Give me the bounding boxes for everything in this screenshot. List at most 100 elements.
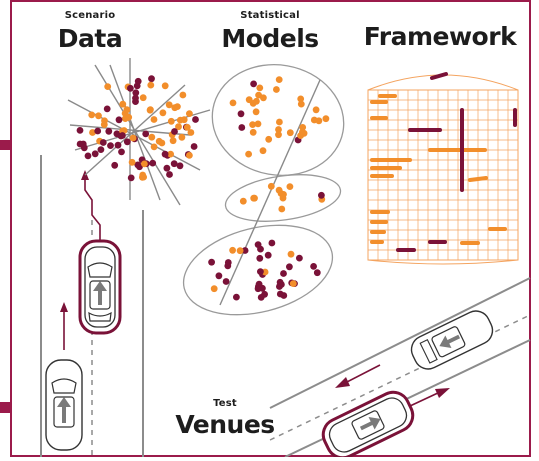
test-label: Test bbox=[213, 398, 237, 409]
model-dot bbox=[224, 262, 232, 270]
bottom-left-car bbox=[45, 359, 83, 451]
model-dot bbox=[297, 100, 305, 108]
scatter-dot bbox=[170, 160, 178, 168]
model-dot bbox=[229, 99, 237, 107]
scatter-dot bbox=[132, 89, 140, 97]
highlighted-car bbox=[78, 239, 122, 335]
scatter-dot bbox=[123, 138, 131, 146]
scatter-dot bbox=[97, 146, 105, 154]
model-dot bbox=[289, 280, 297, 287]
model-dot bbox=[275, 131, 282, 139]
scatter-dot bbox=[165, 101, 173, 109]
model-dot bbox=[273, 86, 280, 93]
model-dot bbox=[275, 76, 283, 83]
scatter-dot bbox=[129, 134, 137, 142]
scatter-dot bbox=[119, 100, 127, 108]
venue-car-highlighted bbox=[321, 390, 415, 460]
scatter-dot bbox=[121, 115, 129, 122]
scatter-dot bbox=[91, 150, 99, 158]
model-dot bbox=[297, 132, 304, 140]
scatter-dot bbox=[186, 152, 193, 159]
scatter-dot bbox=[134, 77, 142, 85]
model-dot bbox=[310, 263, 317, 270]
scatter-dot bbox=[139, 94, 147, 102]
model-dot bbox=[276, 283, 283, 290]
model-dot bbox=[259, 147, 267, 155]
scatter-dot bbox=[141, 160, 148, 168]
scatter-dot bbox=[186, 110, 193, 117]
scatter-dot bbox=[180, 116, 188, 124]
model-dot bbox=[254, 241, 262, 249]
venues-label: Venues bbox=[175, 410, 275, 439]
scatter-dot bbox=[148, 133, 156, 141]
scatter-dot bbox=[140, 173, 148, 181]
scatter-dot bbox=[89, 129, 96, 136]
scatter-dot bbox=[128, 158, 136, 166]
scatter-dot bbox=[147, 106, 154, 113]
frame-tab-bottom bbox=[0, 402, 11, 413]
scatter-dot bbox=[163, 164, 171, 172]
model-dot bbox=[318, 191, 325, 199]
scatter-dot bbox=[178, 133, 186, 141]
model-dot bbox=[229, 246, 237, 254]
model-dot bbox=[279, 194, 287, 202]
model-dot bbox=[245, 96, 253, 104]
model-dot bbox=[237, 110, 245, 118]
scatter-dot bbox=[126, 84, 134, 92]
model-dot bbox=[257, 268, 264, 275]
scatter-dot bbox=[148, 75, 155, 83]
model-dot bbox=[297, 95, 305, 103]
scatter-dot bbox=[190, 143, 198, 150]
scatter-dot bbox=[183, 123, 191, 131]
model-dot bbox=[286, 263, 293, 271]
frame-tab-top bbox=[0, 140, 11, 150]
model-dot bbox=[287, 250, 295, 258]
scatter-dot bbox=[150, 143, 158, 151]
model-dot bbox=[208, 258, 216, 266]
model-dot bbox=[264, 251, 272, 259]
model-dot bbox=[255, 280, 263, 288]
model-dot bbox=[265, 135, 273, 143]
model-dot bbox=[239, 197, 247, 205]
scatter-dot bbox=[171, 128, 178, 135]
model-dot bbox=[241, 247, 249, 254]
model-dot bbox=[278, 205, 286, 213]
model-dot bbox=[280, 270, 287, 277]
framework-cube bbox=[367, 72, 519, 265]
left-road bbox=[40, 155, 144, 457]
scatter-dot bbox=[114, 141, 122, 149]
scenario-data-scatter bbox=[67, 58, 211, 206]
model-dot bbox=[275, 126, 282, 133]
scatter-dot bbox=[176, 162, 184, 170]
model-dot bbox=[210, 285, 218, 293]
scatter-dot bbox=[167, 150, 175, 158]
scatter-dot bbox=[161, 150, 169, 158]
model-dot bbox=[268, 239, 276, 247]
scatter-dot bbox=[127, 174, 135, 182]
model-dot bbox=[238, 124, 246, 131]
model-dot bbox=[249, 128, 257, 136]
scatter-dot bbox=[187, 129, 195, 136]
models-label: Models bbox=[221, 24, 319, 53]
scatter-dot bbox=[167, 117, 175, 125]
model-dot bbox=[286, 183, 294, 191]
outer-frame bbox=[10, 0, 531, 457]
scatter-dot bbox=[150, 116, 158, 123]
model-dot bbox=[250, 194, 258, 202]
model-dot bbox=[276, 118, 283, 126]
scatter-dot bbox=[76, 126, 84, 134]
model-dot bbox=[256, 84, 264, 92]
scatter-dot bbox=[94, 127, 102, 135]
scatter-dot bbox=[175, 123, 182, 131]
model-dot bbox=[322, 115, 330, 123]
scatter-dot bbox=[119, 132, 126, 139]
scenario-label: Scenario bbox=[64, 10, 116, 21]
model-dot bbox=[260, 94, 267, 102]
scatter-dot bbox=[134, 161, 142, 169]
model-dot bbox=[267, 182, 275, 190]
scatter-dot bbox=[161, 82, 169, 90]
model-dot bbox=[245, 150, 253, 158]
model-dot bbox=[252, 108, 260, 116]
